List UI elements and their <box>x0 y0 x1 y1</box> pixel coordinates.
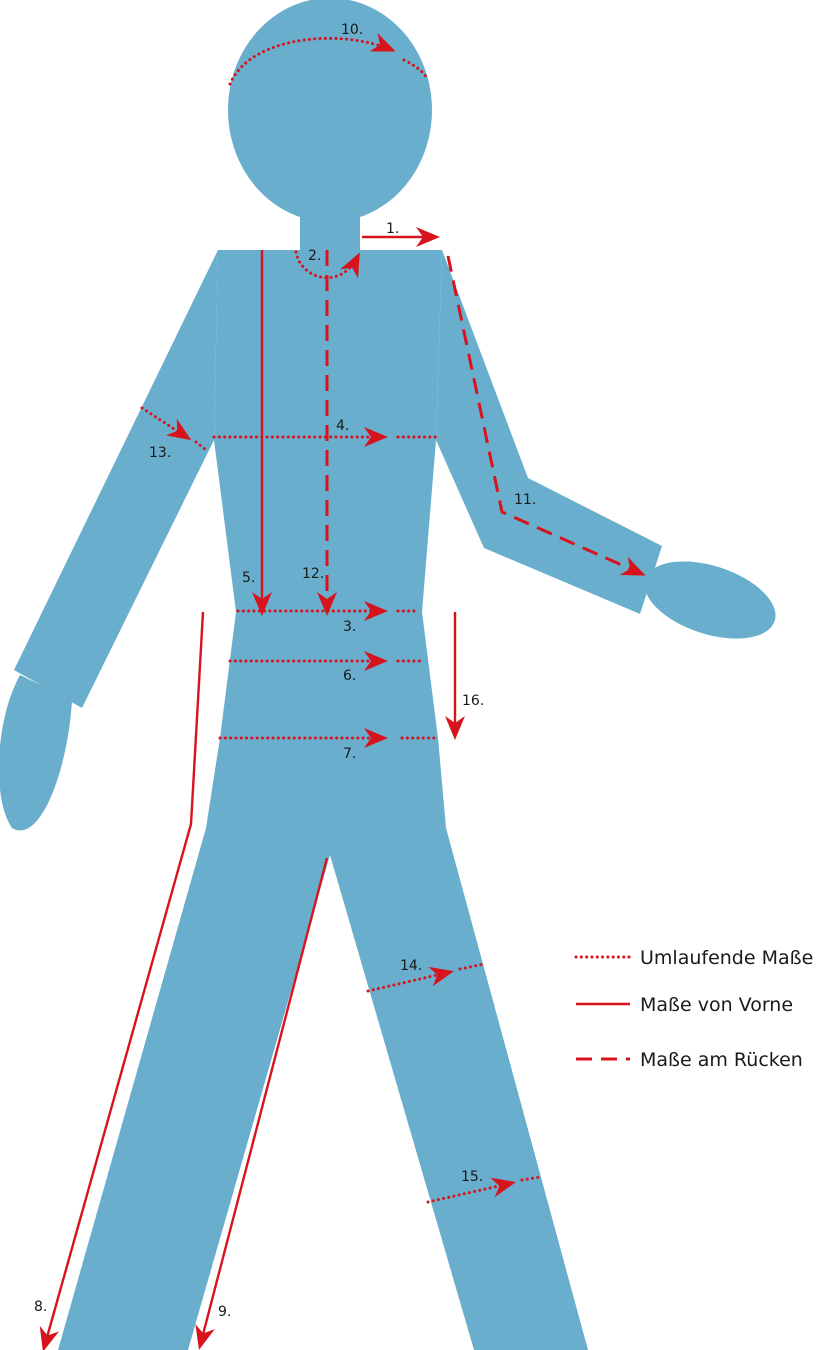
measure-line-11 <box>446 255 646 576</box>
measurement-labels: 10. 1. 2. 4. 13. 11. 5. 12. 3. 6. 16. 7.… <box>34 22 536 1320</box>
measure-label-15: 15. <box>461 1169 483 1185</box>
head <box>228 0 432 222</box>
measure-line-14-tail <box>458 962 486 971</box>
right-arm <box>436 250 662 614</box>
measure-line-9 <box>195 857 329 1350</box>
legend: Umlaufende Maße Maße von Vorne Maße am R… <box>574 947 813 1071</box>
measure-label-2: 2. <box>308 248 321 264</box>
measure-label-16: 16. <box>462 693 484 709</box>
legend-label-dashed: Maße am Rücken <box>640 1049 803 1071</box>
measure-line-13-tail <box>194 440 208 452</box>
measure-label-10: 10. <box>341 22 363 38</box>
left-arm <box>14 250 218 708</box>
neck <box>300 195 360 260</box>
measure-label-6: 6. <box>343 668 356 684</box>
measure-label-7: 7. <box>343 746 356 762</box>
measure-line-13 <box>140 406 192 441</box>
right-hand <box>644 561 776 639</box>
measure-label-8: 8. <box>34 1299 47 1315</box>
measure-line-8 <box>39 611 205 1350</box>
measure-label-13: 13. <box>149 445 171 461</box>
legend-label-dotted: Umlaufende Maße <box>640 947 813 969</box>
measure-label-12: 12. <box>302 566 324 582</box>
measure-line-14 <box>366 966 454 993</box>
left-hand <box>0 675 72 831</box>
measure-label-9: 9. <box>218 1304 231 1320</box>
legend-label-solid: Maße von Vorne <box>640 994 793 1016</box>
measure-label-4: 4. <box>336 418 349 434</box>
measure-line-2 <box>294 250 360 280</box>
measure-label-11: 11. <box>514 492 536 508</box>
measure-line-15 <box>426 1177 516 1204</box>
measurement-lines <box>39 33 646 1350</box>
measure-label-1: 1. <box>386 221 399 237</box>
measure-label-3: 3. <box>343 619 356 635</box>
measure-line-15-tail <box>520 1175 542 1182</box>
figure-silhouette <box>0 0 776 1350</box>
measure-line-10 <box>228 33 396 86</box>
torso-and-legs <box>58 250 588 1350</box>
measure-label-14: 14. <box>400 958 422 974</box>
measure-label-5: 5. <box>242 570 255 586</box>
